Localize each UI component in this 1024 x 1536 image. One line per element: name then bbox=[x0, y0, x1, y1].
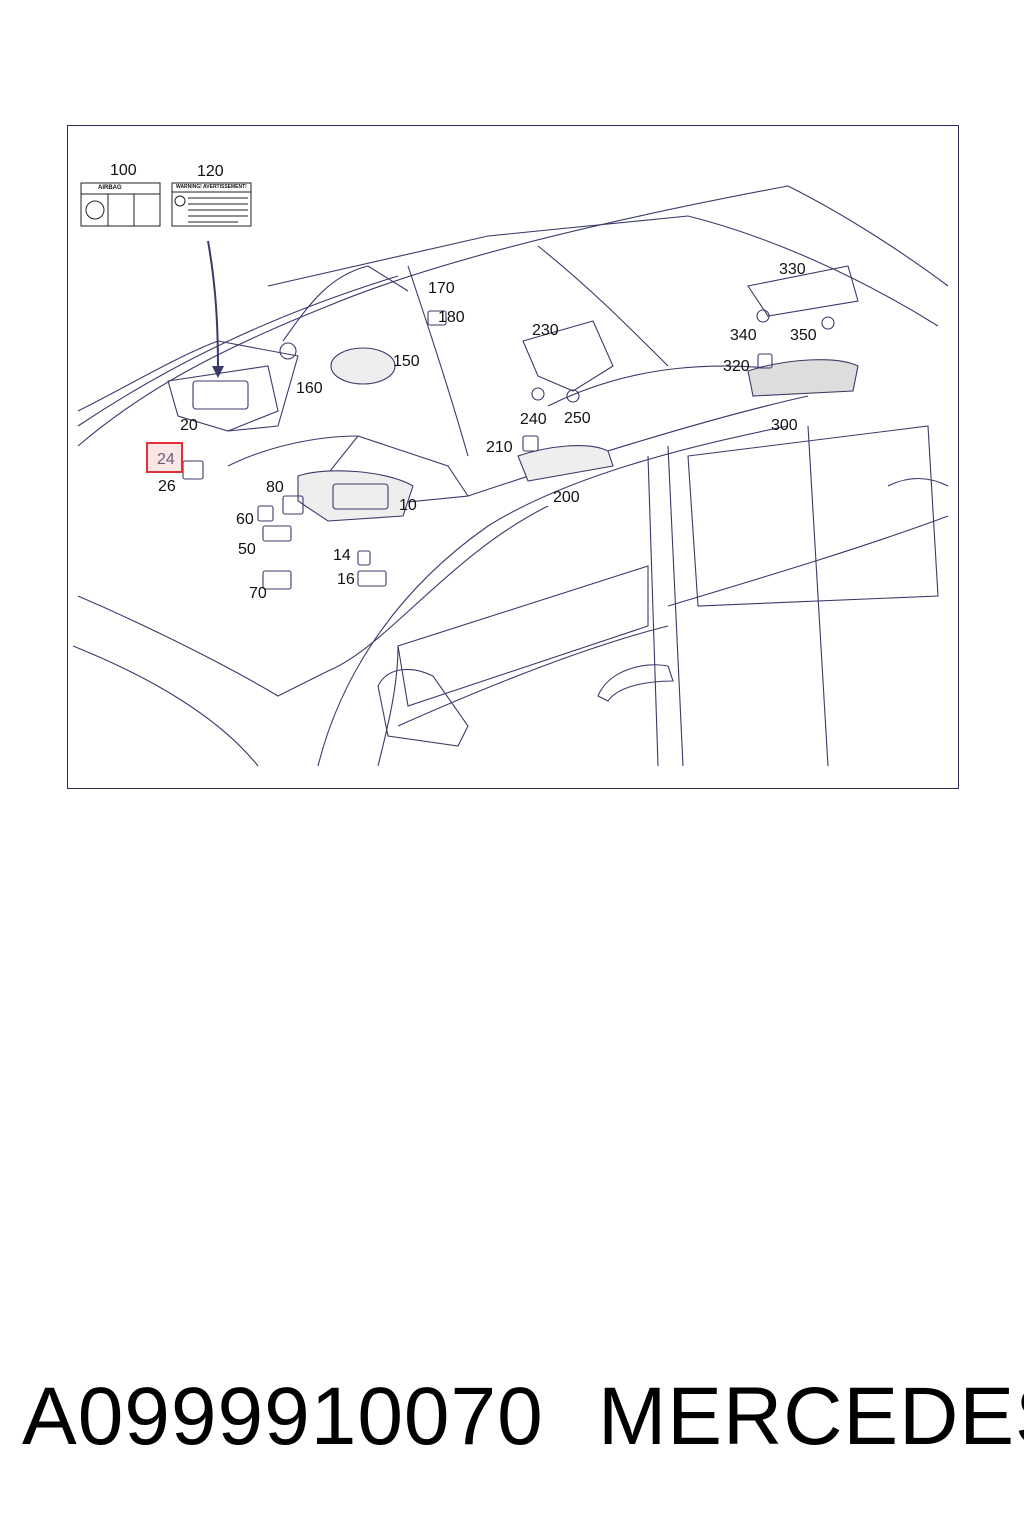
callout-80: 80 bbox=[266, 479, 284, 496]
callout-24-highlighted: 24 bbox=[157, 451, 175, 468]
callout-210: 210 bbox=[486, 439, 513, 456]
callout-200: 200 bbox=[553, 489, 580, 506]
callout-10: 10 bbox=[399, 497, 417, 514]
callout-60: 60 bbox=[236, 511, 254, 528]
warning-sticker-text: WARNING! AVERTISSEMENT! bbox=[176, 184, 247, 190]
part-number: A0999910070 bbox=[22, 1371, 544, 1462]
callout-320: 320 bbox=[723, 358, 750, 375]
callout-16: 16 bbox=[337, 571, 355, 588]
callout-14: 14 bbox=[333, 547, 351, 564]
parts-diagram-frame: AIRBAG WARNING! AVERTISSEMENT! 100 120 1… bbox=[67, 125, 959, 789]
callout-170: 170 bbox=[428, 280, 455, 297]
callout-50: 50 bbox=[238, 541, 256, 558]
brand-name: MERCEDES bbox=[598, 1371, 1024, 1462]
callout-180: 180 bbox=[438, 309, 465, 326]
callout-250: 250 bbox=[564, 410, 591, 427]
callout-20: 20 bbox=[180, 417, 198, 434]
callout-160: 160 bbox=[296, 380, 323, 397]
callout-300: 300 bbox=[771, 417, 798, 434]
callout-340: 340 bbox=[730, 327, 757, 344]
callout-26: 26 bbox=[158, 478, 176, 495]
callout-100: 100 bbox=[110, 162, 137, 179]
car-interior-line-drawing bbox=[72, 182, 949, 767]
callout-240: 240 bbox=[520, 411, 547, 428]
callout-230: 230 bbox=[532, 322, 559, 339]
callout-150: 150 bbox=[393, 353, 420, 370]
callout-350: 350 bbox=[790, 327, 817, 344]
callout-330: 330 bbox=[779, 261, 806, 278]
callout-120: 120 bbox=[197, 163, 224, 180]
highlight-box-24 bbox=[146, 442, 183, 473]
callout-70: 70 bbox=[249, 585, 267, 602]
airbag-sticker-text: AIRBAG bbox=[98, 185, 122, 191]
